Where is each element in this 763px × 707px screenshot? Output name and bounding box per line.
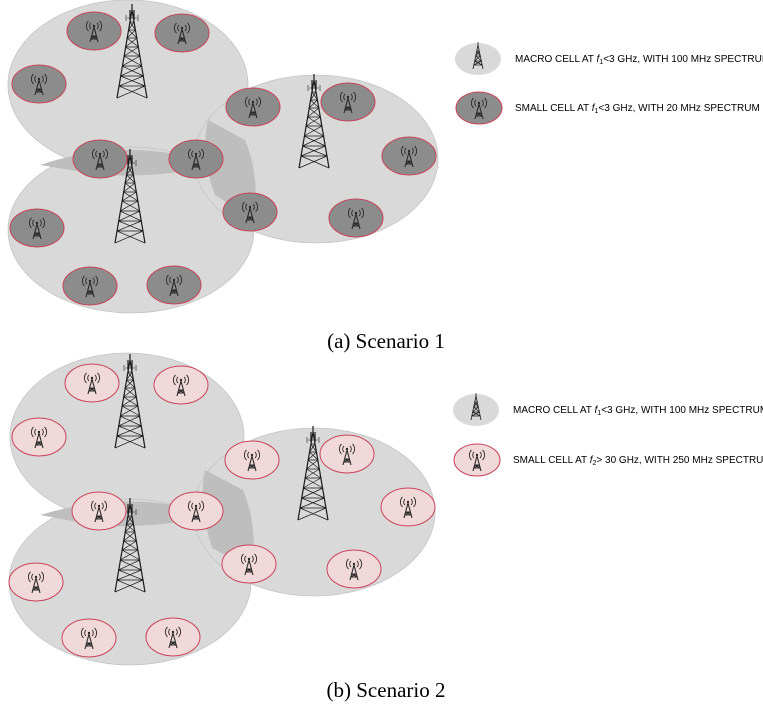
small-cell [380,487,436,527]
small-cell [71,491,127,531]
legend-macro-swatch [455,43,501,75]
legend-scenario-2: MACRO CELL AT f1<3 GHz, WITH 100 MHz SPE… [453,392,763,477]
small-cell [381,136,437,176]
legend-small-label: SMALL CELL AT f2> 30 GHz, WITH 250 MHz S… [513,455,763,467]
small-cell [9,208,65,248]
small-cell [145,617,201,657]
small-cell [326,549,382,589]
legend-macro-label: MACRO CELL AT f1<3 GHz, WITH 100 MHz SPE… [515,54,763,66]
small-cell [11,417,67,457]
small-cell [168,491,224,531]
legend-small-label: SMALL CELL AT f1<3 GHz, WITH 20 MHz SPEC… [515,103,760,115]
scenario-1-diagram: MACRO CELL AT f1<3 GHz, WITH 100 MHz SPE… [7,0,763,353]
small-cell [61,618,117,658]
small-cell [222,192,278,232]
small-cell [328,198,384,238]
legend-macro-label: MACRO CELL AT f1<3 GHz, WITH 100 MHz SPE… [513,405,763,417]
small-cell [72,139,128,179]
scenario-2-diagram: MACRO CELL AT f1<3 GHz, WITH 100 MHz SPE… [8,352,763,702]
small-cell [225,87,281,127]
small-cell [319,434,375,474]
small-cell [168,139,224,179]
small-cell [62,266,118,306]
small-cell [154,13,210,53]
caption-scenario-2: (b) Scenario 2 [327,678,446,702]
small-cell [64,363,120,403]
small-cell [224,440,280,480]
legend-small-swatch [453,443,501,477]
small-cell [66,11,122,51]
caption-scenario-1: (a) Scenario 1 [327,329,445,353]
small-cell [11,64,67,104]
legend-small-swatch [455,91,503,125]
small-cell [221,544,277,584]
small-cell [8,562,64,602]
small-cell [153,365,209,405]
legend-scenario-1: MACRO CELL AT f1<3 GHz, WITH 100 MHz SPE… [455,41,763,125]
legend-macro-swatch [453,394,499,426]
small-cell [146,265,202,305]
small-cell [320,82,376,122]
